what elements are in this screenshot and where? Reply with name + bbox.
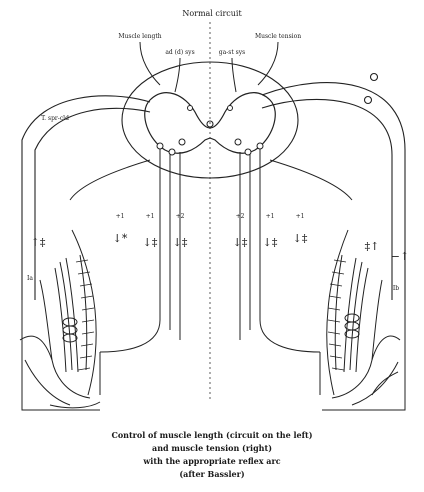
fiber-label-right-c: +1 (296, 213, 305, 220)
muscle-length-label: Muscle length (118, 33, 161, 40)
efferent-wires (70, 148, 352, 352)
fiber-label-right-a: +2 (236, 213, 245, 220)
arrow-right-3: ↓‡ (293, 232, 308, 245)
left-sign-label: ad (d) sys (165, 49, 194, 56)
outer-loops (22, 74, 405, 301)
arrow-left-3: ↓‡ (173, 236, 188, 249)
fiber-label-left-a: +1 (116, 213, 125, 220)
fiber-label-right-b: +1 (266, 213, 275, 220)
arrow-far-right-a: ‡↑ (365, 240, 380, 253)
arrow-right-2: ↓‡ (263, 236, 278, 249)
caption-line-1: Control of muscle length (circuit on the… (111, 430, 312, 440)
ib-label: Ib (393, 285, 399, 292)
gamma-label: T. spr-cld (41, 115, 69, 122)
ia-label: Ia (27, 275, 33, 282)
caption-line-3: with the appropriate reflex arc (142, 456, 280, 466)
arrow-far-right-b: −↑ (391, 250, 409, 263)
fiber-label-left-b: +1 (146, 213, 155, 220)
caption-line-2: and muscle tension (right) (152, 443, 272, 453)
caption-line-4: (after Bassler) (179, 469, 244, 479)
arrow-left-1: ↓* (113, 232, 128, 245)
arrow-right-1: ↓‡ (233, 236, 248, 249)
arrow-far-left: ↑‡ (31, 236, 46, 249)
right-sign-label: ga-st sys (219, 49, 245, 56)
fiber-label-left-c: +2 (176, 213, 185, 220)
arrow-left-2: ↓‡ (143, 236, 158, 249)
top-leads (140, 42, 278, 92)
figure-title: Normal circuit (182, 9, 242, 18)
muscle-tension-label: Muscle tension (255, 33, 301, 40)
left-muscle (20, 230, 100, 410)
